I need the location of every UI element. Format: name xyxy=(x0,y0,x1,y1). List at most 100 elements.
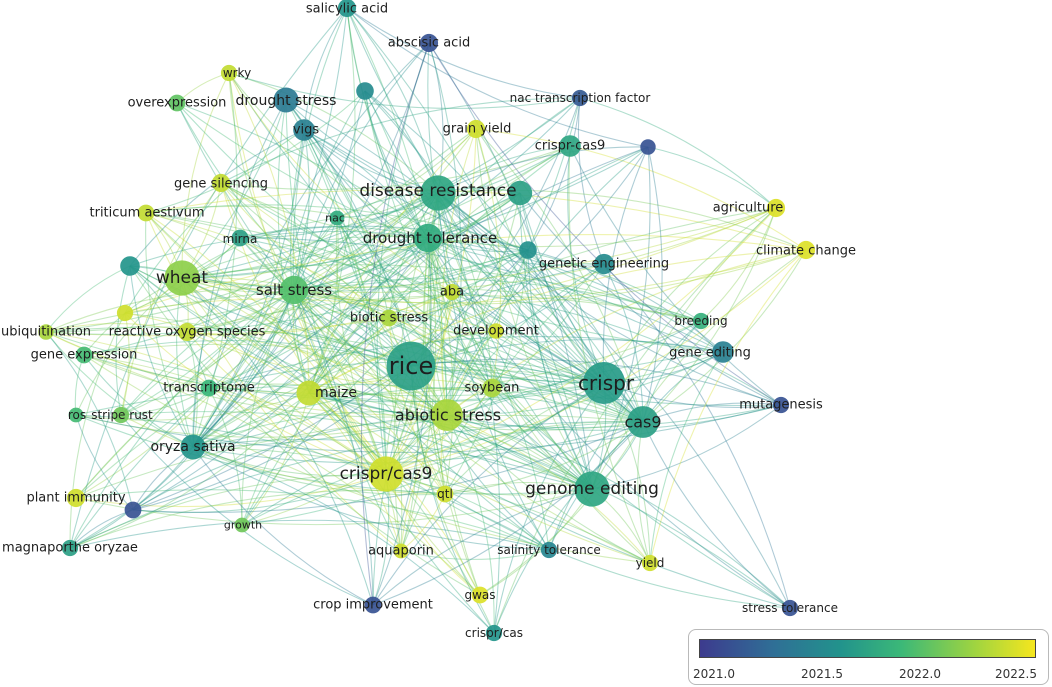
node-climate-change[interactable] xyxy=(796,240,816,260)
node-agriculture[interactable] xyxy=(766,198,786,218)
node-stress-tolerance[interactable] xyxy=(781,599,799,617)
network-edge xyxy=(290,129,310,394)
node-oryza-sativa[interactable] xyxy=(180,434,206,460)
node-mirna[interactable] xyxy=(231,229,249,247)
node-ros[interactable] xyxy=(68,407,84,423)
network-edge xyxy=(642,146,663,423)
node-crop-improvement[interactable] xyxy=(364,596,382,614)
node-overexpression[interactable] xyxy=(168,94,186,112)
node-yield[interactable] xyxy=(641,554,659,572)
node-unlabeled[interactable] xyxy=(124,501,142,519)
node-abscisic-acid[interactable] xyxy=(419,33,439,53)
network-edge xyxy=(120,414,446,495)
node-wheat[interactable] xyxy=(164,260,200,296)
network-edge xyxy=(176,277,194,448)
node-unlabeled[interactable] xyxy=(507,180,533,206)
network-edge xyxy=(83,354,448,418)
network-edge xyxy=(293,289,374,606)
node-genome-editing[interactable] xyxy=(574,471,610,507)
network-edge xyxy=(192,263,605,448)
network-edge xyxy=(129,230,429,267)
node-drought-tolerance[interactable] xyxy=(413,223,443,253)
network-edge xyxy=(346,7,429,239)
network-edge xyxy=(124,312,593,490)
node-transcriptome[interactable] xyxy=(200,379,218,397)
node-gene-silencing[interactable] xyxy=(211,173,231,193)
network-edge xyxy=(220,182,724,353)
node-crispr[interactable] xyxy=(583,362,625,404)
network-edge xyxy=(603,207,777,384)
node-magnaporthe-oryzae[interactable] xyxy=(61,539,79,557)
node-unlabeled[interactable] xyxy=(120,256,140,276)
node-genetic-engineering[interactable] xyxy=(593,253,615,275)
node-salicylic-acid[interactable] xyxy=(337,0,357,18)
node-breeding[interactable] xyxy=(692,312,710,330)
label-salt-stress: salt stress xyxy=(256,281,332,299)
node-rice[interactable] xyxy=(386,341,436,391)
network-edge xyxy=(115,265,131,416)
network-edge xyxy=(303,129,593,490)
network-edge xyxy=(75,488,593,526)
node-nac-transcription-factor[interactable] xyxy=(571,89,589,107)
node-drought-stress[interactable] xyxy=(273,87,299,113)
network-edge xyxy=(427,237,593,490)
node-cas9[interactable] xyxy=(627,406,659,438)
node-wrky[interactable] xyxy=(220,64,238,82)
network-edge xyxy=(120,312,130,416)
node-ubiquitination[interactable] xyxy=(38,324,54,340)
node-soybean[interactable] xyxy=(482,378,502,398)
network-edge xyxy=(83,339,412,367)
node-biotic-stress[interactable] xyxy=(380,309,398,327)
network-edge xyxy=(186,294,702,333)
network-edge xyxy=(192,438,593,490)
node-crispr-cas9[interactable] xyxy=(559,135,581,157)
network-edge xyxy=(346,7,581,99)
node-salt-stress[interactable] xyxy=(279,275,309,305)
network-edge xyxy=(293,129,310,291)
node-development[interactable] xyxy=(488,323,504,339)
network-edge xyxy=(446,414,651,564)
node-grain-yield[interactable] xyxy=(466,119,486,139)
network-edge xyxy=(192,192,439,448)
network-edge xyxy=(493,382,605,634)
network-edge xyxy=(642,207,777,423)
node-unlabeled[interactable] xyxy=(519,241,537,259)
node-aquaporin[interactable] xyxy=(393,543,409,559)
node-nac[interactable] xyxy=(329,210,345,226)
network-edge xyxy=(385,249,529,475)
node-qtl[interactable] xyxy=(436,485,454,503)
node-abiotic-stress[interactable] xyxy=(431,399,463,431)
node-aba[interactable] xyxy=(443,283,461,301)
node-gwas[interactable] xyxy=(471,586,489,604)
node-stripe-rust[interactable] xyxy=(112,406,130,424)
node-salinity-tolerance[interactable] xyxy=(540,541,558,559)
network-edge xyxy=(192,421,644,464)
node-unlabeled[interactable] xyxy=(356,82,374,100)
node-maize[interactable] xyxy=(296,380,322,406)
node-gene-expression[interactable] xyxy=(75,346,93,364)
node-vigs[interactable] xyxy=(293,119,315,141)
label-aquaporin: aquaporin xyxy=(368,544,434,559)
node-disease-resistance[interactable] xyxy=(420,175,456,211)
network-edge xyxy=(293,42,430,291)
network-edge xyxy=(308,392,402,552)
node-crispr-cas9[interactable] xyxy=(368,456,404,492)
node-gene-editing[interactable] xyxy=(712,341,734,363)
network-edge xyxy=(603,263,791,609)
node-unlabeled[interactable] xyxy=(640,139,656,155)
network-edge xyxy=(446,192,521,416)
network-edge xyxy=(527,249,593,490)
node-plant-immunity[interactable] xyxy=(66,488,86,508)
node-growth[interactable] xyxy=(234,517,250,533)
network-edge xyxy=(83,343,493,389)
network-edge xyxy=(519,192,593,490)
node-crispr-cas[interactable] xyxy=(485,624,503,642)
network-edge xyxy=(385,192,521,475)
node-mutagenesis[interactable] xyxy=(772,396,790,414)
network-edge xyxy=(308,392,791,609)
network-edge xyxy=(285,99,387,475)
node-reactive-oxygen-species[interactable] xyxy=(177,322,197,342)
legend-tick: 2022.5 xyxy=(995,667,1037,681)
node-triticum-aestivum[interactable] xyxy=(137,204,155,222)
node-unlabeled[interactable] xyxy=(116,304,134,322)
